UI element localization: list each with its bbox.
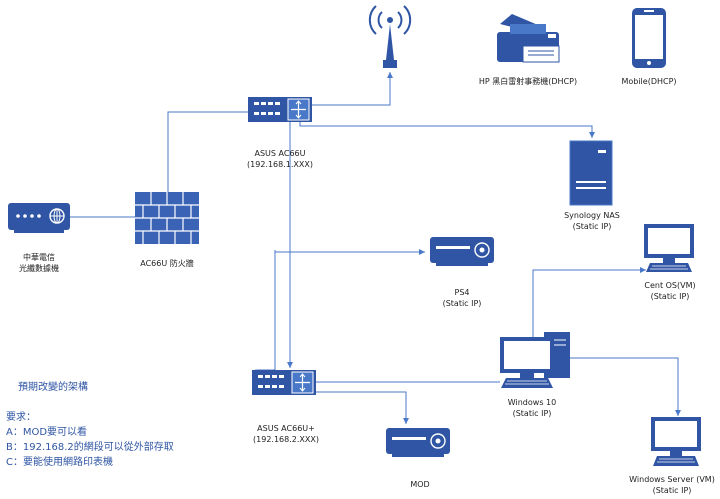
router2-label: ASUS AC66U+ (192.168.2.XXX) bbox=[253, 424, 319, 444]
requirement-c: C：要能使用網路印表機 bbox=[6, 457, 113, 468]
router2-icon bbox=[252, 370, 316, 395]
mod-settop-box-icon bbox=[386, 428, 450, 457]
link-windows10-centos bbox=[532, 267, 646, 337]
wifi-antenna-icon bbox=[368, 5, 412, 68]
printer-label: HP 黑白雷射事務機(DHCP) bbox=[478, 77, 578, 86]
link-router1-nas bbox=[299, 122, 595, 138]
router1-label: ASUS AC66U (192.168.1.XXX) bbox=[247, 149, 313, 169]
winserver-monitor-icon bbox=[651, 417, 701, 466]
link-ps4 bbox=[274, 249, 425, 255]
mobile-phone-icon bbox=[632, 8, 666, 68]
mod-label: MOD bbox=[410, 480, 430, 489]
link-firewall-router1 bbox=[167, 111, 248, 192]
link-ps4-bend bbox=[255, 252, 276, 371]
requirements-block: 要求： A：MOD要可以看 B：192.168.2的網段可以從外部存取 C：要能… bbox=[6, 410, 174, 470]
requirement-a: A：MOD要可以看 bbox=[6, 427, 88, 438]
winserver-label: Windows Server (VM) (Static IP) bbox=[629, 475, 715, 495]
ps4-console-icon bbox=[430, 237, 494, 266]
printer-icon bbox=[497, 14, 560, 63]
windows10-pc-icon bbox=[500, 332, 570, 388]
centos-monitor-icon bbox=[644, 224, 694, 272]
server-tower-icon bbox=[569, 140, 613, 206]
requirement-b: B：192.168.2的網段可以從外部存取 bbox=[6, 442, 174, 453]
windows10-label: Windows 10 (Static IP) bbox=[507, 398, 557, 418]
connections bbox=[70, 72, 681, 424]
firewall-icon bbox=[135, 192, 199, 244]
link-router2-mod bbox=[300, 391, 409, 424]
firewall-label: AC66U 防火牆 bbox=[140, 259, 194, 268]
requirements-heading: 要求： bbox=[6, 412, 36, 423]
centos-label: Cent OS(VM) (Static IP) bbox=[644, 281, 696, 301]
ps4-label: PS4 (Static IP) bbox=[442, 288, 482, 308]
router1-icon bbox=[248, 97, 312, 122]
modem-icon bbox=[8, 203, 70, 233]
mobile-label: Mobile(DHCP) bbox=[621, 77, 677, 86]
link-router1-antenna bbox=[312, 72, 393, 106]
diagram-title: 預期改變的架構 bbox=[18, 382, 88, 393]
link-windows10-winserver bbox=[570, 357, 681, 416]
modem-label: 中華電信 光纖數據機 bbox=[19, 253, 59, 273]
nas-label: Synology NAS (Static IP) bbox=[564, 211, 620, 231]
